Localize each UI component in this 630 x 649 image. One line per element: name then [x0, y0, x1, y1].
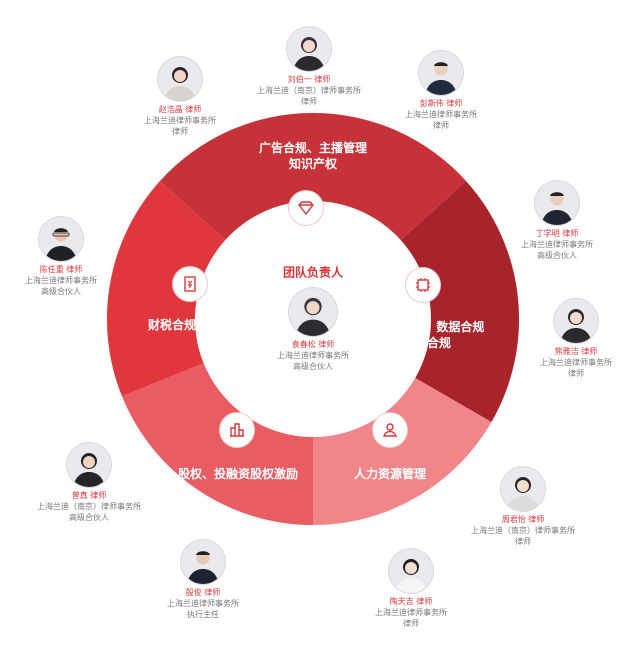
avatar [67, 443, 111, 487]
avatar [289, 288, 337, 336]
avatar [389, 549, 433, 593]
segment-label-hr: 人力资源管理 [353, 467, 427, 481]
member-name: 彭斯伟 律师 [419, 99, 463, 108]
avatar [419, 51, 463, 95]
member-name: 刘伯一 律师 [287, 75, 331, 84]
member-role: 律师 [301, 97, 317, 106]
diamond-icon [288, 190, 324, 226]
team-member: 熊雅洁 律师 上海兰迪律师事务所 律师 [476, 299, 630, 379]
segment-label-mcn-data: MCN出海、数据合规刑事合规 [369, 320, 485, 350]
segment-label-tax: 财税合规与建设 [147, 318, 233, 332]
member-org: 上海兰迪律师事务所 [167, 599, 239, 608]
member-org: 上海兰迪（南京）律师事务所 [471, 526, 575, 535]
member-role: 律师 [515, 537, 531, 546]
leader-org: 上海兰迪律师事务所 [277, 351, 349, 360]
team-member: 陶天吉 律师 上海兰迪律师事务所 律师 [311, 549, 511, 629]
member-org: 上海兰迪（南京）律师事务所 [257, 86, 361, 95]
team-member: 丁学明 律师 上海兰迪律师事务所 高级合伙人 [457, 181, 630, 261]
member-org: 上海兰迪律师事务所 [405, 110, 477, 119]
team-member: 彭斯伟 律师 上海兰迪律师事务所 律师 [341, 51, 541, 131]
person-icon [372, 412, 408, 448]
team-member: 殷俊 律师 上海兰迪律师事务所 执行主任 [103, 540, 303, 620]
tax-document-icon [172, 266, 208, 302]
member-org: 上海兰迪律师事务所 [540, 358, 612, 367]
member-name: 丁学明 律师 [535, 229, 579, 238]
team-leader-card: 袁春松 律师 上海兰迪律师事务所 高级合伙人 [213, 288, 413, 372]
team-member: 曾真 律师 上海兰迪（南京）律师事务所 高级合伙人 [0, 443, 189, 523]
member-role: 律师 [433, 121, 449, 130]
team-member: 刘伯一 律师 上海兰迪（南京）律师事务所 律师 [209, 27, 409, 107]
chip-icon [405, 267, 441, 303]
avatar [501, 467, 545, 511]
team-member: 赵浩晶 律师 上海兰迪律师事务所 律师 [80, 57, 280, 137]
avatar [181, 540, 225, 584]
team-member: 陈任重 律师 上海兰迪律师事务所 高级合伙人 [0, 217, 161, 297]
building-icon [219, 412, 255, 448]
team-leader-title: 团队负责人 [282, 265, 344, 280]
member-role: 高级合伙人 [537, 251, 577, 260]
member-org: 上海兰迪律师事务所 [144, 116, 216, 125]
member-org: 上海兰迪律师事务所 [521, 240, 593, 249]
member-name: 曾真 律师 [71, 491, 107, 500]
member-org: 上海兰迪律师事务所 [25, 276, 97, 285]
member-name: 陈任重 律师 [39, 265, 83, 274]
member-name: 周君怡 律师 [501, 515, 545, 524]
avatar [287, 27, 331, 71]
member-name: 陶天吉 律师 [389, 597, 433, 606]
member-role: 执行主任 [187, 610, 219, 619]
segment-label-ad-compliance: 广告合规、主播管理知识产权 [258, 141, 368, 171]
leader-name: 袁春松 律师 [291, 340, 335, 349]
member-name: 熊雅洁 律师 [554, 347, 598, 356]
member-org: 上海兰迪律师事务所 [375, 608, 447, 617]
member-name: 殷俊 律师 [185, 588, 221, 597]
avatar [554, 299, 598, 343]
avatar [535, 181, 579, 225]
member-org: 上海兰迪（南京）律师事务所 [37, 502, 141, 511]
avatar [39, 217, 83, 261]
member-role: 高级合伙人 [41, 287, 81, 296]
member-role: 律师 [172, 127, 188, 136]
member-role: 高级合伙人 [69, 513, 109, 522]
segment-label-equity: 股权、投融资股权激励 [177, 467, 299, 481]
avatar [158, 57, 202, 101]
member-role: 律师 [403, 619, 419, 628]
member-name: 赵浩晶 律师 [158, 105, 202, 114]
team-member: 周君怡 律师 上海兰迪（南京）律师事务所 律师 [423, 467, 623, 547]
leader-role: 高级合伙人 [293, 362, 333, 371]
member-role: 律师 [568, 369, 584, 378]
